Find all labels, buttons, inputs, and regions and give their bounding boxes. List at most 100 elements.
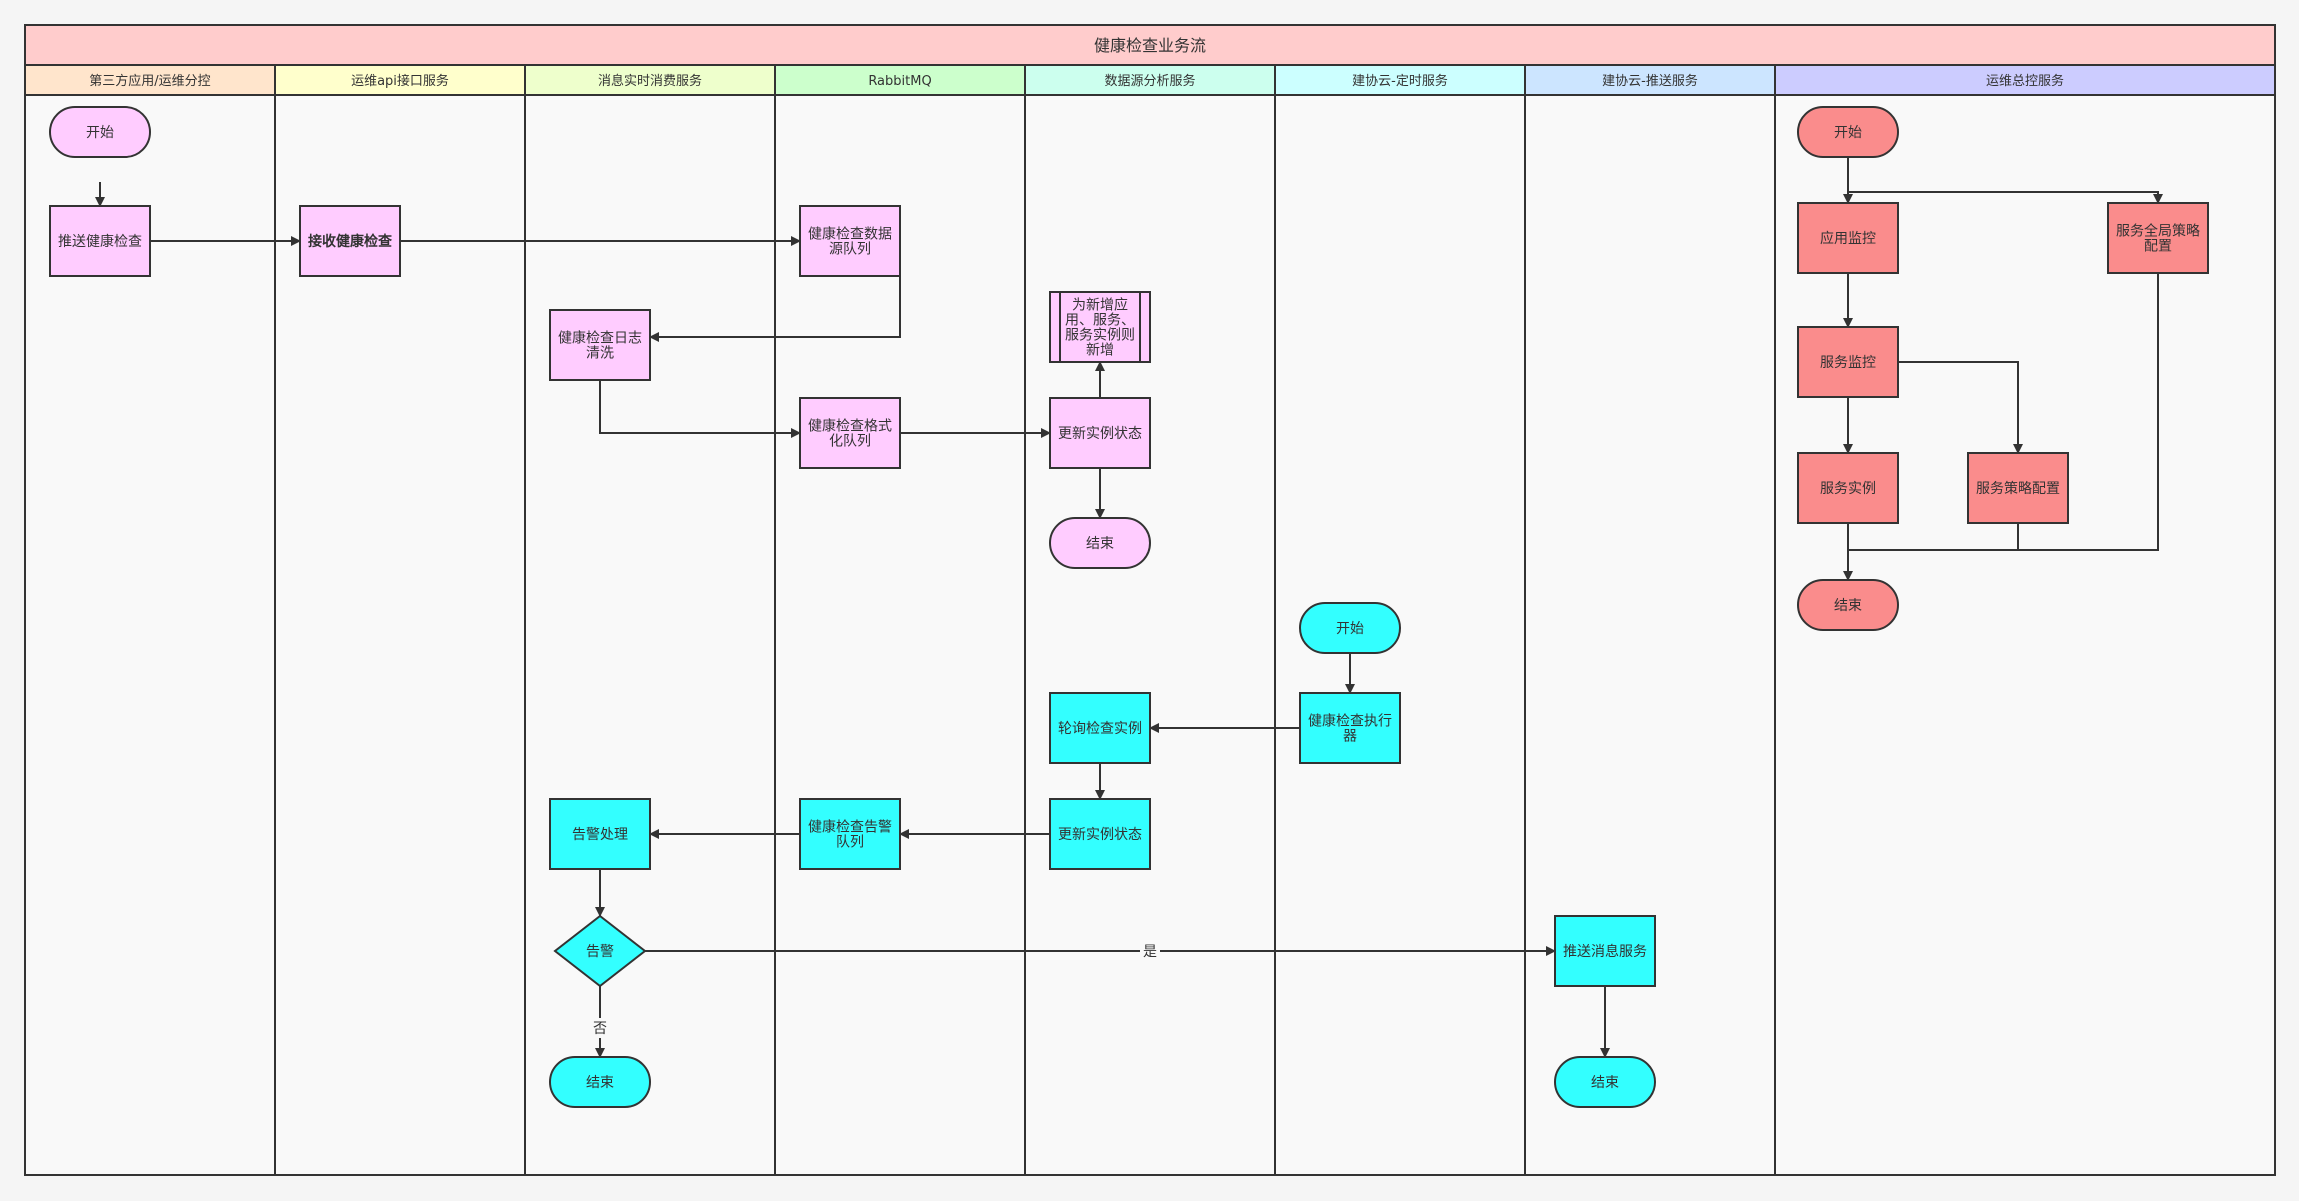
node-alarm_dec: 告警	[553, 914, 647, 988]
terminal-shape	[549, 1056, 651, 1108]
diagram-canvas	[25, 25, 2275, 1175]
edge-global_cfg-to-end4	[1848, 273, 2159, 551]
process-shape	[1049, 798, 1151, 870]
edge-svc_mon-to-svc_cfg	[1898, 361, 2023, 454]
edge-label: 否	[593, 1021, 607, 1037]
terminal-shape	[49, 106, 151, 158]
node-label: 应用监控	[1820, 230, 1876, 247]
process-shape	[799, 205, 901, 277]
node-push_msg: 推送消息服务	[1554, 915, 1656, 987]
process-shape	[1049, 397, 1151, 469]
node-poll_inst: 轮询检查实例	[1049, 692, 1151, 764]
node-label: 接收健康检查	[308, 233, 393, 250]
node-svc_cfg: 服务策略配置	[1967, 452, 2069, 524]
lane-label: 建协云-推送服务	[1602, 73, 1698, 89]
node-label: 推送消息服务	[1563, 943, 1647, 960]
node-label: 推送健康检查	[58, 233, 142, 250]
process-shape	[549, 309, 651, 381]
node-fmt_queue: 健康检查格式化队列	[799, 397, 901, 469]
node-app_mon: 应用监控	[1797, 202, 1899, 274]
terminal-shape	[1797, 106, 1899, 158]
process-shape	[799, 397, 901, 469]
process-shape	[549, 798, 651, 870]
node-alarm_queue: 健康检查告警队列	[799, 798, 901, 870]
process-shape	[1049, 692, 1151, 764]
node-alarm_proc: 告警处理	[549, 798, 651, 870]
lane-label: 运维总控服务	[1986, 73, 2064, 89]
node-end1: 结束	[1049, 517, 1151, 569]
node-label: 告警	[586, 944, 614, 960]
node-label: 为新增应用、服务、服务实例则新增	[1065, 297, 1135, 359]
edge-label-bg	[590, 1018, 610, 1038]
node-push_check: 推送健康检查	[49, 205, 151, 277]
node-svc_inst: 服务实例	[1797, 452, 1899, 524]
process-shape	[1049, 291, 1151, 363]
node-new_inst: 为新增应用、服务、服务实例则新增	[1049, 291, 1151, 363]
node-start1: 开始	[49, 106, 151, 158]
process-shape	[1554, 915, 1656, 987]
node-log_clean: 健康检查日志清洗	[549, 309, 651, 381]
node-label: 服务实例	[1820, 481, 1876, 497]
node-end3: 结束	[1554, 1056, 1656, 1108]
node-label: 开始	[1834, 125, 1862, 141]
node-label: 服务策略配置	[1976, 480, 2060, 497]
lane-header	[1774, 64, 2276, 96]
node-label: 结束	[586, 1075, 614, 1091]
node-end4: 结束	[1797, 579, 1899, 631]
flow-nodes: 开始推送健康检查接收健康检查健康检查数据源队列健康检查日志清洗健康检查格式化队列…	[49, 106, 2209, 1108]
terminal-shape	[1049, 517, 1151, 569]
edge-label-bg	[1140, 941, 1160, 961]
node-label: 健康检查日志清洗	[558, 330, 642, 362]
node-label: 健康检查执行器	[1308, 713, 1392, 745]
lane-label: 建协云-定时服务	[1352, 73, 1448, 89]
node-label: 更新实例状态	[1058, 426, 1142, 442]
process-shape	[1797, 202, 1899, 274]
node-label: 服务监控	[1820, 355, 1876, 371]
lane-label: 第三方应用/运维分控	[89, 73, 210, 89]
node-label: 健康检查告警队列	[808, 819, 892, 851]
node-label: 更新实例状态	[1058, 827, 1142, 843]
lane-label: RabbitMQ	[868, 74, 931, 89]
process-shape	[1797, 452, 1899, 524]
connectors: 是否	[95, 157, 2163, 1058]
edge-start3-to-global_cfg	[1847, 182, 2163, 204]
decision-shape	[553, 914, 647, 988]
lane-label: 数据源分析服务	[1104, 73, 1195, 89]
terminal-shape	[1299, 602, 1401, 654]
process-shape	[1967, 452, 2069, 524]
terminal-shape	[1797, 579, 1899, 631]
node-src_queue: 健康检查数据源队列	[799, 205, 901, 277]
process-shape	[1299, 692, 1401, 764]
node-label: 结束	[1834, 598, 1862, 614]
diagram-border	[24, 24, 2276, 1176]
node-upd_state1: 更新实例状态	[1049, 397, 1151, 469]
edge-log_clean-to-fmt_queue	[599, 380, 801, 438]
node-label: 轮询检查实例	[1058, 721, 1142, 737]
node-end2: 结束	[549, 1056, 651, 1108]
node-label: 健康检查数据源队列	[808, 226, 892, 258]
process-shape	[1797, 326, 1899, 398]
node-executor: 健康检查执行器	[1299, 692, 1401, 764]
lane-label: 运维api接口服务	[351, 73, 449, 89]
node-recv_check: 接收健康检查	[299, 205, 401, 277]
lane-label: 消息实时消费服务	[598, 73, 702, 89]
node-start3: 开始	[1797, 106, 1899, 158]
diagram-title: 健康检查业务流	[1094, 36, 1206, 55]
node-label: 开始	[86, 125, 114, 141]
swimlanes: 第三方应用/运维分控 运维api接口服务 消息实时消费服务 RabbitMQ 数据源分析…	[24, 64, 2276, 1175]
node-label: 告警处理	[572, 827, 628, 843]
node-label: 开始	[1336, 621, 1364, 637]
process-shape	[799, 798, 901, 870]
node-label: 结束	[1591, 1075, 1619, 1091]
process-shape	[2107, 202, 2209, 274]
edge-label: 是	[1143, 944, 1157, 960]
node-label: 服务全局策略配置	[2116, 223, 2200, 255]
node-global_cfg: 服务全局策略配置	[2107, 202, 2209, 274]
process-shape	[299, 205, 401, 277]
node-label: 结束	[1086, 536, 1114, 552]
node-svc_mon: 服务监控	[1797, 326, 1899, 398]
node-upd_state2: 更新实例状态	[1049, 798, 1151, 870]
process-shape	[49, 205, 151, 277]
terminal-shape	[1554, 1056, 1656, 1108]
